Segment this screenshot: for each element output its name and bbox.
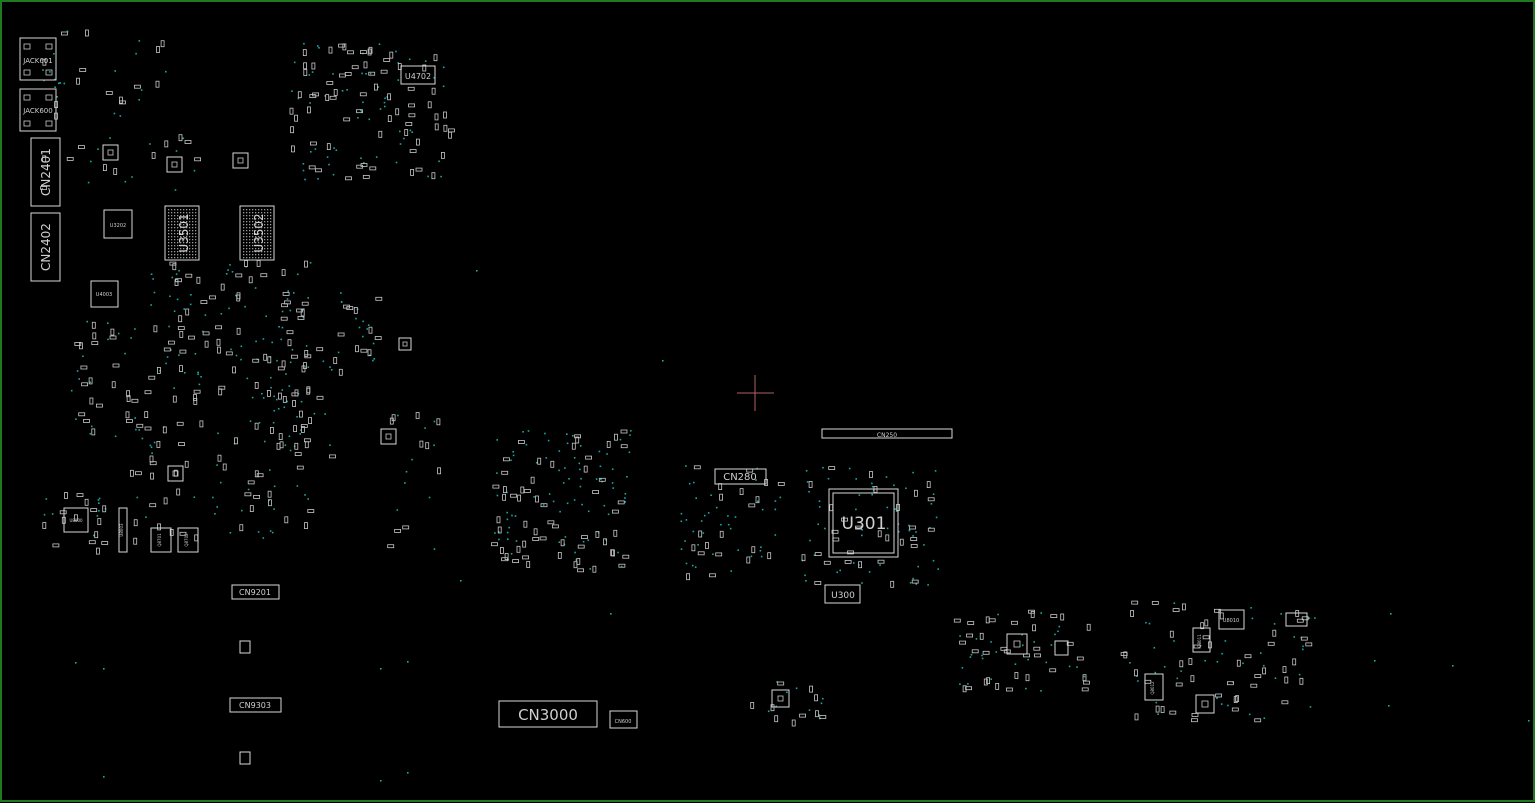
u301-label: U301 — [842, 514, 887, 534]
u4702-label: U4702 — [405, 72, 431, 81]
component-u8003[interactable]: U8003 — [118, 507, 128, 553]
u3502-label: U3502 — [252, 213, 266, 252]
component-qfn-e[interactable] — [380, 428, 397, 445]
u8010-label: U8010 — [1223, 618, 1239, 624]
u3501-label: U3501 — [177, 213, 191, 252]
cn280-label: CN280 — [723, 472, 757, 483]
component-cn250[interactable]: CN250 — [821, 428, 953, 439]
component-cn9201[interactable]: CN9201 — [231, 584, 280, 600]
u8000-label: U8000 — [69, 518, 83, 523]
component-inductor-b[interactable] — [1054, 640, 1069, 656]
component-qfn-c[interactable] — [232, 152, 249, 169]
component-u8000[interactable]: U8000 — [63, 507, 89, 533]
cn3000-label: CN3000 — [518, 706, 578, 724]
component-pad-square-a[interactable] — [239, 640, 251, 654]
cursor-crosshair — [737, 375, 774, 411]
component-qfn-b[interactable] — [166, 156, 183, 173]
component-jack601[interactable]: JACK601 — [19, 37, 57, 81]
q8012-label: Q8012 — [1150, 681, 1155, 695]
u3202-label: U3202 — [110, 223, 126, 229]
cn2401-label: CN2401 — [39, 148, 53, 196]
q8702-label: Q8702 — [184, 533, 189, 547]
component-q8012[interactable]: Q8012 — [1144, 673, 1164, 701]
component-u3501[interactable]: U3501 — [164, 205, 200, 261]
q8011-label: Q8011 — [1197, 634, 1202, 648]
component-cn9303[interactable]: CN9303 — [229, 697, 282, 713]
small-pad-layer — [40, 29, 1313, 727]
component-qfn-f[interactable] — [398, 337, 412, 351]
component-pad-square-b[interactable] — [239, 751, 251, 765]
component-q8702[interactable]: Q8702 — [177, 527, 199, 553]
jack601-label: JACK601 — [22, 57, 52, 65]
component-q8701[interactable]: Q8701 — [150, 527, 172, 553]
component-cn3000[interactable]: CN3000 — [498, 700, 598, 728]
jack600-label: JACK600 — [22, 107, 52, 115]
component-u4003[interactable]: U4003 — [90, 280, 119, 308]
component-cn280[interactable]: CN280 — [714, 468, 767, 485]
component-qfn-g[interactable] — [771, 689, 790, 708]
component-u8010[interactable]: U8010 — [1218, 609, 1245, 630]
component-u3502[interactable]: U3502 — [239, 205, 275, 261]
cn250-label: CN250 — [877, 432, 897, 439]
cn9303-label: CN9303 — [239, 701, 271, 710]
cn2402-label: CN2402 — [39, 223, 53, 271]
component-u3202[interactable]: U3202 — [103, 209, 133, 239]
u300-label: U300 — [831, 591, 855, 601]
component-inductor-a[interactable] — [1285, 612, 1308, 627]
component-jack600[interactable]: JACK600 — [19, 88, 57, 132]
component-qfn-d[interactable] — [167, 465, 184, 482]
component-qfn-i[interactable] — [1195, 694, 1215, 714]
component-u301[interactable]: U301 — [828, 488, 899, 558]
cn9201-label: CN9201 — [239, 588, 271, 597]
q8701-label: Q8701 — [157, 533, 162, 547]
component-qfn-h[interactable] — [1006, 633, 1028, 655]
component-u300[interactable]: U300 — [824, 584, 861, 604]
u4003-label: U4003 — [96, 292, 112, 298]
cn600-label: CN600 — [615, 719, 632, 725]
via-layer — [42, 30, 1530, 782]
component-q8011[interactable]: Q8011 — [1192, 627, 1211, 653]
component-cn600[interactable]: CN600 — [609, 710, 638, 729]
u8003-label: U8003 — [119, 523, 124, 537]
component-u4702[interactable]: U4702 — [400, 65, 436, 85]
component-cn2402[interactable]: CN2402 — [30, 212, 61, 282]
component-cn2401[interactable]: CN2401 — [30, 137, 61, 207]
component-qfn-a[interactable] — [102, 144, 119, 161]
